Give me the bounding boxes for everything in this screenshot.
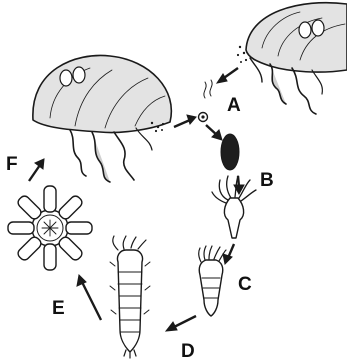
- label-b: B: [260, 170, 274, 191]
- label-f: F: [6, 154, 18, 175]
- arrow-polyp-to-c: [223, 244, 234, 264]
- arrow-c-to-d: [166, 316, 196, 331]
- arrow-e-to-f: [29, 159, 44, 181]
- adult-medusa-left: [33, 55, 172, 182]
- arrow-a-to-b: [206, 125, 222, 140]
- label-a: A: [227, 95, 241, 116]
- strobila: [110, 236, 150, 358]
- label-c: C: [238, 274, 252, 295]
- label-d: D: [181, 341, 195, 362]
- fertilization-stage: [199, 80, 213, 122]
- ephyra: [8, 186, 92, 270]
- label-e: E: [52, 298, 65, 319]
- arrow-medusa-to-egg: [217, 68, 238, 83]
- adult-medusa-top-right: [237, 3, 347, 114]
- arrow-d-to-e: [77, 275, 101, 320]
- early-strobila: [199, 246, 226, 316]
- arrow-medusa-left-to-egg: [174, 115, 196, 127]
- planula-larva: [221, 134, 239, 170]
